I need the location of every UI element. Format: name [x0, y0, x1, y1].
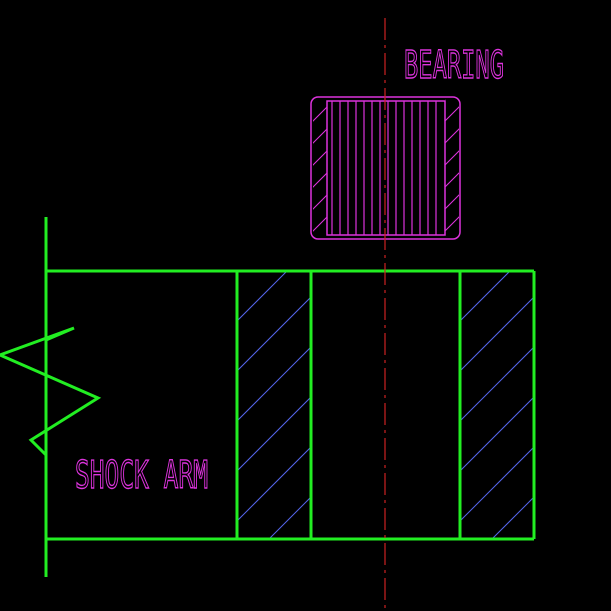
- hatch-line: [460, 396, 534, 472]
- shock-arm-label: SHOCK ARM: [75, 453, 208, 497]
- hatch-line: [460, 271, 511, 322]
- shock-arm-outline: [0, 217, 536, 577]
- hatch-line: [237, 446, 311, 522]
- hatch-line: [237, 271, 288, 322]
- left-wall-hatch: [237, 271, 311, 539]
- hatch-line: [237, 396, 311, 472]
- hatch-line: [237, 296, 311, 372]
- hatch-line: [237, 346, 311, 422]
- hatch-line: [460, 296, 534, 372]
- break-zigzag: [0, 326, 102, 457]
- bearing-rollers: [331, 101, 437, 235]
- hatch-line: [460, 346, 534, 422]
- bearing-inner: [326, 100, 446, 236]
- bearing-label: BEARING: [404, 43, 504, 87]
- hatch-line: [460, 446, 534, 522]
- right-wall-hatch: [460, 271, 534, 539]
